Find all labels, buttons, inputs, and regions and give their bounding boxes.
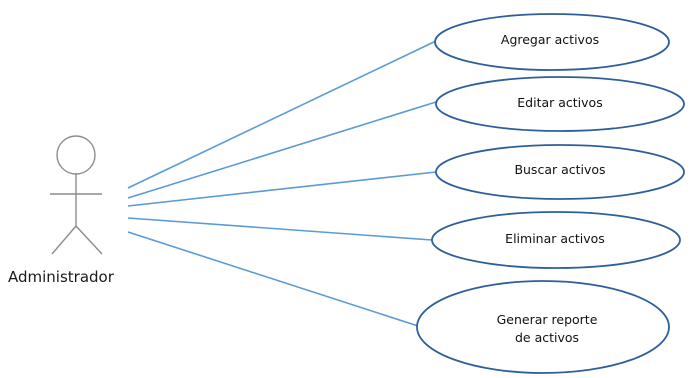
use-case-ellipse-agregar[interactable] xyxy=(434,13,670,71)
use-case-ellipse-buscar[interactable] xyxy=(435,144,685,200)
use-case-label-buscar[interactable]: Buscar activos xyxy=(514,162,606,177)
actor-right-leg xyxy=(75,225,103,255)
use-case-ellipse-generar[interactable] xyxy=(416,280,670,374)
actor-figure xyxy=(50,135,103,255)
association-line-generar xyxy=(127,231,419,327)
association-lines xyxy=(127,39,439,327)
association-line-agregar xyxy=(127,39,439,189)
use-case-ellipse-editar[interactable] xyxy=(435,76,685,132)
use-case-ellipses xyxy=(416,13,685,374)
association-line-eliminar xyxy=(127,217,433,241)
use-case-label-agregar[interactable]: Agregar activos xyxy=(500,32,600,47)
actor-head xyxy=(56,135,96,175)
association-line-editar xyxy=(127,101,437,199)
association-line-buscar xyxy=(127,171,437,207)
use-case-ellipse-eliminar[interactable] xyxy=(431,211,681,269)
actor-name: Administrador xyxy=(8,268,114,286)
use-case-label-editar[interactable]: Editar activos xyxy=(517,95,603,110)
actor-left-leg xyxy=(51,225,77,255)
use-case-label-eliminar[interactable]: Eliminar activos xyxy=(505,231,605,246)
use-case-label-generar[interactable]: Generar reporte de activos xyxy=(496,312,598,345)
